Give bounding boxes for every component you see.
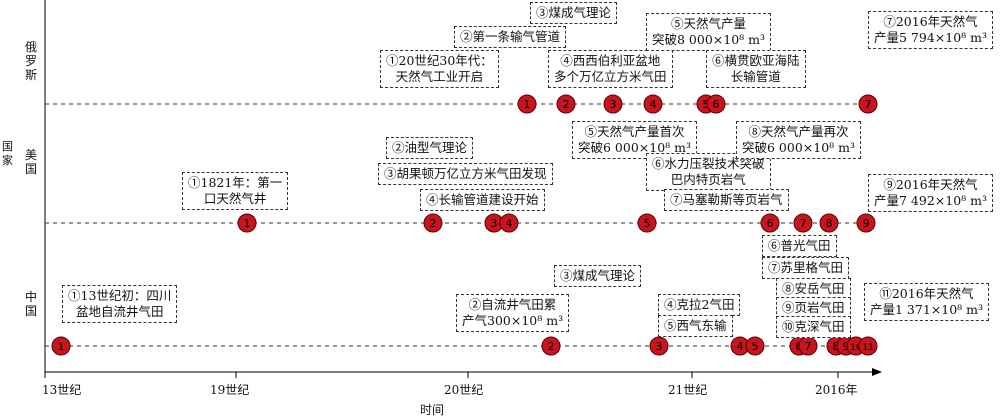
x-axis-arrow [872,368,882,376]
russia-event-5: ⑤天然气产量 突破8 000×10⁸ m³ [646,13,772,51]
russia-event-3: ③煤成气理论 [530,2,618,24]
usa-event-marker [856,213,876,233]
usa-event-5: ⑤天然气产量首次 突破6 000×10⁸ m³ [572,121,698,159]
usa-marker-label: 2 [430,217,437,230]
usa-event-9: ⑨2016年天然气 产量7 492×10⁸ m³ [868,174,994,212]
russia-event-1: ①20世纪30年代： 天然气工业开启 [380,50,499,88]
russia-marker-label: 1 [524,98,531,111]
china-event-marker [541,336,561,356]
russia-marker-label: 6 [713,98,720,111]
country-label-china: 中国 [24,290,37,318]
china-marker-label: 7 [805,340,812,353]
china-marker-label: 4 [737,340,744,353]
usa-event-3: ③胡果顿万亿立方米气田发现 [378,163,553,185]
usa-event-4: ④长输管道建设开始 [420,189,545,211]
usa-event-6: ⑥水力压裂技术突破 巴内特页岩气 [646,153,771,191]
china-event-7: ⑦苏里格气田 [762,257,850,279]
usa-marker-label: 3 [491,217,498,230]
usa-event-marker [760,213,780,233]
usa-event-8: ⑧天然气产量再次 突破6 000×10⁸ m³ [736,121,862,159]
usa-event-marker [237,213,257,233]
y-axis-title: 国家 [2,140,13,167]
usa-marker-label: 5 [644,217,651,230]
usa-marker-label: 1 [244,217,251,230]
russia-marker-label: 4 [650,98,657,111]
russia-event-4: ④西西伯利亚盆地 多个万亿立方米气田 [548,50,673,88]
usa-event-marker [793,213,813,233]
china-event-3: ③煤成气理论 [554,265,642,287]
usa-event-marker [637,213,657,233]
russia-event-marker [603,94,623,114]
usa-event-marker [423,213,443,233]
x-tick-label: 19世纪 [210,383,250,397]
country-label-russia: 俄罗斯 [24,40,37,82]
russia-event-2: ②第一条输气管道 [454,26,567,48]
china-event-5: ⑤西气东输 [658,315,733,337]
china-marker-label: 2 [548,340,555,353]
russia-event-7: ⑦2016年天然气 产量5 794×10⁸ m³ [868,11,994,49]
event-markers: 12345671234567891234567891011 [51,94,878,356]
russia-event-marker [858,94,878,114]
china-event-8: ⑧安岳气田 [776,278,851,300]
russia-event-marker [517,94,537,114]
china-event-6: ⑥普光气田 [762,235,837,257]
china-event-marker [745,336,765,356]
usa-event-marker [819,213,839,233]
china-event-2: ②自流井气田累 产气300×10⁸ m³ [456,294,570,332]
usa-marker-label: 6 [767,217,774,230]
china-event-10: ⑩克深气田 [776,316,851,338]
china-marker-label: 11 [862,343,873,353]
x-tick-label: 20世纪 [444,383,484,397]
china-event-marker [51,336,71,356]
russia-marker-label: 2 [563,98,570,111]
china-marker-label: 5 [752,340,759,353]
russia-event-marker [643,94,663,114]
russia-event-marker [706,94,726,114]
china-event-11: ⑪2016年天然气 产量1 371×10⁸ m³ [864,283,990,321]
usa-marker-label: 9 [863,217,870,230]
china-event-1: ①13世纪初：四川 盆地自流井气田 [62,285,178,323]
usa-event-marker [499,213,519,233]
country-label-usa: 美国 [24,148,37,176]
x-axis-title: 时间 [420,403,445,417]
x-tick-label: 2016年 [815,383,858,397]
x-tick-label: 13世纪 [42,383,82,397]
china-event-marker [858,336,878,356]
china-event-4: ④克拉2气田 [658,294,741,316]
usa-marker-label: 7 [800,217,807,230]
china-marker-label: 9 [843,340,850,353]
russia-event-marker [556,94,576,114]
usa-event-2: ②油型气理论 [386,137,474,159]
china-marker-label: 8 [833,340,840,353]
usa-marker-label: 4 [506,217,513,230]
russia-marker-label: 3 [610,98,617,111]
russia-marker-label: 5 [703,98,710,111]
x-tick-label: 21世纪 [668,383,708,397]
usa-event-7: ⑦马塞勒斯等页岩气 [664,189,789,211]
russia-event-6: ⑥横贯欧亚海陆 长输管道 [706,50,806,88]
china-event-9: ⑨页岩气田 [776,297,851,319]
russia-marker-label: 7 [865,98,872,111]
china-marker-label: 10 [850,343,862,353]
usa-marker-label: 8 [826,217,833,230]
usa-event-1: ①1821年：第一 口天然气井 [182,172,289,210]
china-marker-label: 3 [656,340,663,353]
china-marker-label: 1 [58,340,65,353]
china-event-marker [649,336,669,356]
